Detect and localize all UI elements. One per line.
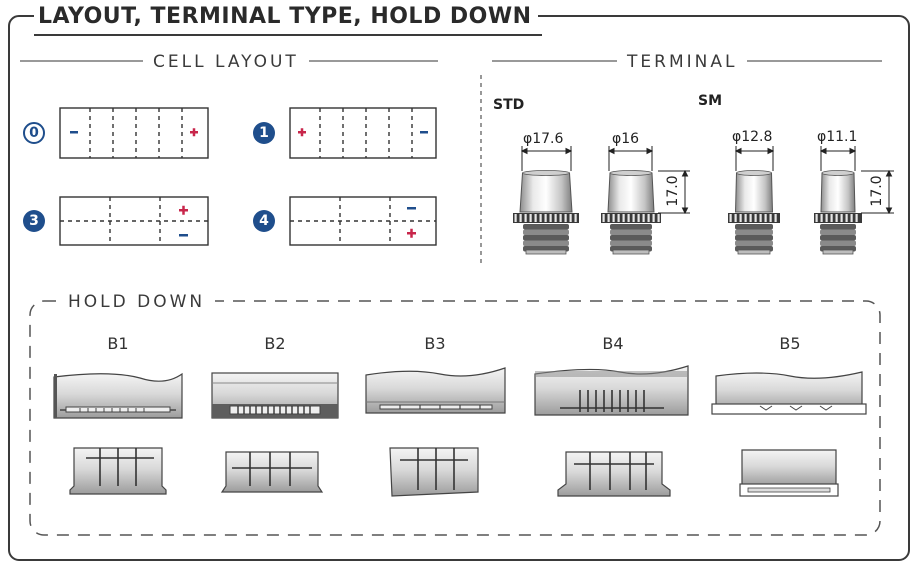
- terminal-group-sm: SM: [698, 93, 723, 109]
- terminal-title: TERMINAL: [617, 52, 748, 72]
- positive-marker: [179, 205, 188, 215]
- hold-down-label-b5: B5: [779, 334, 801, 353]
- post-height-4: 17.0: [869, 175, 885, 207]
- positive-marker: [298, 128, 306, 137]
- cell-layout-title: CELL LAYOUT: [143, 52, 309, 72]
- terminal-post-3: [728, 170, 780, 255]
- hold-down-label-b1: B1: [107, 334, 129, 353]
- hold-down-b1-end: [69, 447, 167, 495]
- hold-down-frame: [29, 300, 881, 536]
- cell-layout-4: [289, 196, 437, 246]
- hold-down-b2-end: [220, 451, 324, 493]
- hold-down-b5-end: [739, 449, 839, 497]
- hold-down-b3-end: [389, 447, 479, 497]
- title-underline: [34, 34, 542, 36]
- page-title: LAYOUT, TERMINAL TYPE, HOLD DOWN: [34, 2, 538, 32]
- hold-down-b5-side: [711, 371, 867, 415]
- post-diameter-1: φ17.6: [523, 131, 564, 147]
- hold-down-b4-end: [557, 451, 671, 497]
- cell-layout-3: [59, 196, 209, 246]
- layout-badge-1: 1: [253, 122, 275, 144]
- terminal-post-4: [814, 170, 862, 255]
- negative-marker: [70, 131, 78, 134]
- terminal-post-2: [601, 170, 661, 255]
- hold-down-b2-side: [211, 372, 339, 419]
- hold-down-label-b3: B3: [424, 334, 446, 353]
- terminal-post-1: [513, 170, 579, 255]
- cell-layout-1: [289, 107, 437, 159]
- layout-badge-0: 0: [23, 122, 45, 144]
- negative-marker: [420, 131, 428, 134]
- layout-badge-3: 3: [23, 210, 45, 232]
- hold-down-label-b4: B4: [602, 334, 624, 353]
- positive-marker: [190, 128, 198, 137]
- layout-badge-4: 4: [253, 210, 275, 232]
- cell-layout-0: [59, 107, 209, 159]
- terminal-group-std: STD: [493, 97, 525, 113]
- hold-down-label-b2: B2: [264, 334, 286, 353]
- terminal-posts: [513, 170, 862, 255]
- negative-marker: [407, 207, 416, 210]
- post-height-2: 17.0: [665, 175, 681, 207]
- post-diameter-3: φ12.8: [732, 129, 773, 145]
- post-diameter-4: φ11.1: [817, 129, 858, 145]
- hold-down-b3-side: [365, 367, 506, 414]
- hold-down-b4-side: [534, 365, 689, 416]
- positive-marker: [407, 228, 416, 238]
- negative-marker: [179, 234, 188, 237]
- dimension-lines: [520, 146, 894, 215]
- hold-down-title: HOLD DOWN: [58, 292, 216, 312]
- post-diameter-2: φ16: [612, 131, 640, 147]
- hold-down-b1-side: [53, 372, 183, 419]
